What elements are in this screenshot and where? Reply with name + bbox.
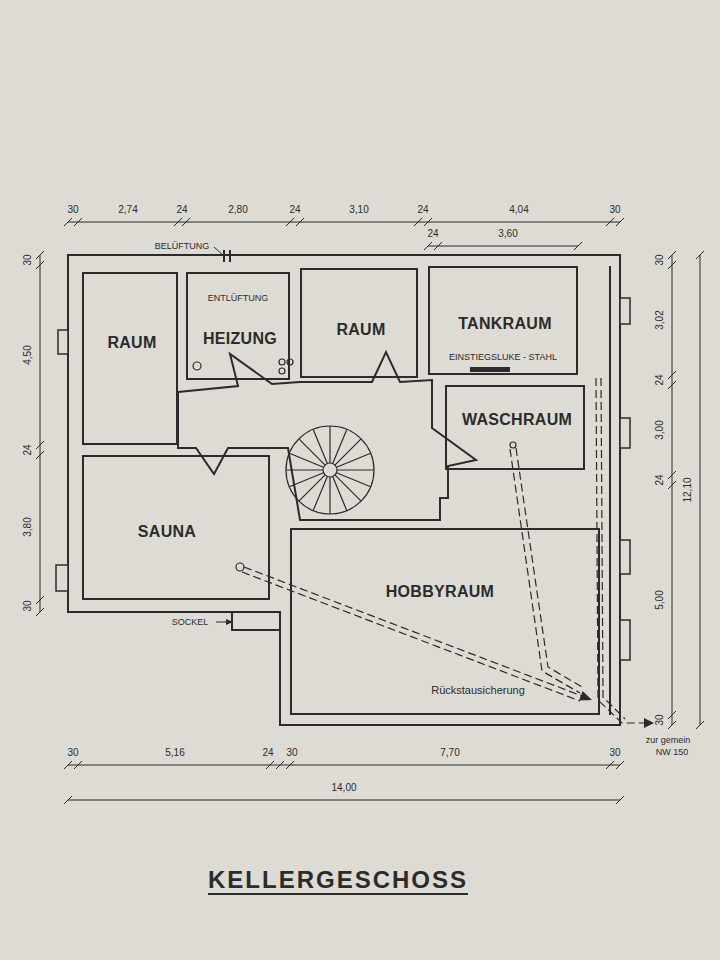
dimension: 30 — [23, 600, 33, 611]
room-name: TANKRAUM — [458, 315, 552, 333]
window — [620, 620, 630, 660]
dimension-line — [36, 251, 44, 616]
dimension: 30 — [286, 748, 297, 758]
dimension-line — [668, 251, 676, 729]
room-name: RAUM — [107, 334, 156, 352]
arrowhead — [579, 691, 592, 700]
sewer-pipe — [242, 567, 582, 701]
room-box: RAUM — [82, 272, 178, 445]
window — [56, 565, 68, 591]
dimension: 24 — [427, 229, 438, 239]
pipe — [279, 359, 285, 365]
dimension: 24 — [655, 374, 665, 385]
vent — [224, 250, 230, 262]
room-box: WASCHRAUM — [445, 385, 585, 470]
dimension: 24 — [289, 205, 300, 215]
dimension: 24 — [176, 205, 187, 215]
walls — [68, 255, 620, 725]
corridor-wall — [609, 266, 611, 715]
drain — [193, 362, 201, 370]
window — [620, 418, 630, 448]
dimension: 3,80 — [23, 517, 33, 536]
drain-pipes — [242, 378, 648, 723]
dimension: 14,00 — [331, 783, 356, 793]
leader-line — [214, 247, 224, 256]
fixtures — [193, 247, 516, 622]
dimension: 7,70 — [440, 748, 459, 758]
room-name: RAUM — [336, 321, 385, 339]
room-box: HEIZUNG — [186, 272, 290, 380]
room-name: HOBBYRAUM — [386, 583, 494, 601]
dimension-line — [696, 251, 704, 729]
pipe — [279, 368, 285, 374]
sewer-pipe — [596, 378, 648, 723]
dimension: 30 — [67, 748, 78, 758]
window — [620, 298, 630, 324]
drain — [510, 442, 516, 448]
dimension-lines — [36, 218, 704, 804]
note: NW 150 — [656, 748, 689, 757]
room-box: SAUNA — [82, 455, 270, 600]
arrowhead — [644, 718, 654, 728]
note: Rückstausicherung — [431, 685, 525, 696]
dimension: 24 — [417, 205, 428, 215]
dimension: 30 — [23, 254, 33, 265]
dimension: 2,74 — [118, 205, 137, 215]
window — [58, 330, 68, 354]
dimension-line — [64, 218, 624, 226]
outer-wall — [68, 255, 620, 725]
hatch — [470, 367, 510, 372]
window — [620, 540, 630, 574]
drain — [236, 563, 244, 571]
dimension: 30 — [609, 205, 620, 215]
note: SOCKEL — [172, 618, 209, 627]
plinth — [232, 612, 280, 630]
dimension: 5,00 — [655, 590, 665, 609]
dimension: 12,10 — [683, 477, 693, 502]
pipe — [287, 359, 293, 365]
dimension: 3,10 — [349, 205, 368, 215]
arrowhead — [226, 619, 233, 625]
dimension: 4,04 — [509, 205, 528, 215]
dimension: 24 — [655, 474, 665, 485]
dimension-line — [64, 796, 624, 804]
dimension: 24 — [262, 748, 273, 758]
plan-title: KELLERGESCHOSS — [208, 866, 468, 894]
stair-treads — [286, 426, 374, 514]
dimension: 2,80 — [228, 205, 247, 215]
dimension: 30 — [655, 714, 665, 725]
spiral-stair — [286, 426, 374, 514]
windows — [56, 298, 630, 660]
dimension: 30 — [67, 205, 78, 215]
note: BELÜFTUNG — [155, 242, 210, 251]
note: zur gemein — [646, 736, 691, 745]
room-box: RAUM — [300, 268, 418, 378]
stair-outline — [286, 426, 374, 514]
dimension: 24 — [23, 444, 33, 455]
room-name: WASCHRAUM — [462, 411, 572, 429]
dimension: 30 — [609, 748, 620, 758]
note: ENTLÜFTUNG — [208, 294, 269, 303]
dimension: 5,16 — [165, 748, 184, 758]
dimension-line — [424, 242, 582, 250]
room-name: SAUNA — [138, 523, 196, 541]
room-name: HEIZUNG — [203, 330, 277, 348]
dimension-line — [64, 761, 624, 769]
sewer-pipe — [510, 448, 584, 693]
dimension: 3,00 — [655, 420, 665, 439]
dimension: 30 — [655, 254, 665, 265]
dimension: 4,50 — [23, 345, 33, 364]
note: EINSTIEGSLUKE - STAHL — [449, 353, 557, 362]
dimension: 3,60 — [498, 229, 517, 239]
dimension: 3,02 — [655, 310, 665, 329]
